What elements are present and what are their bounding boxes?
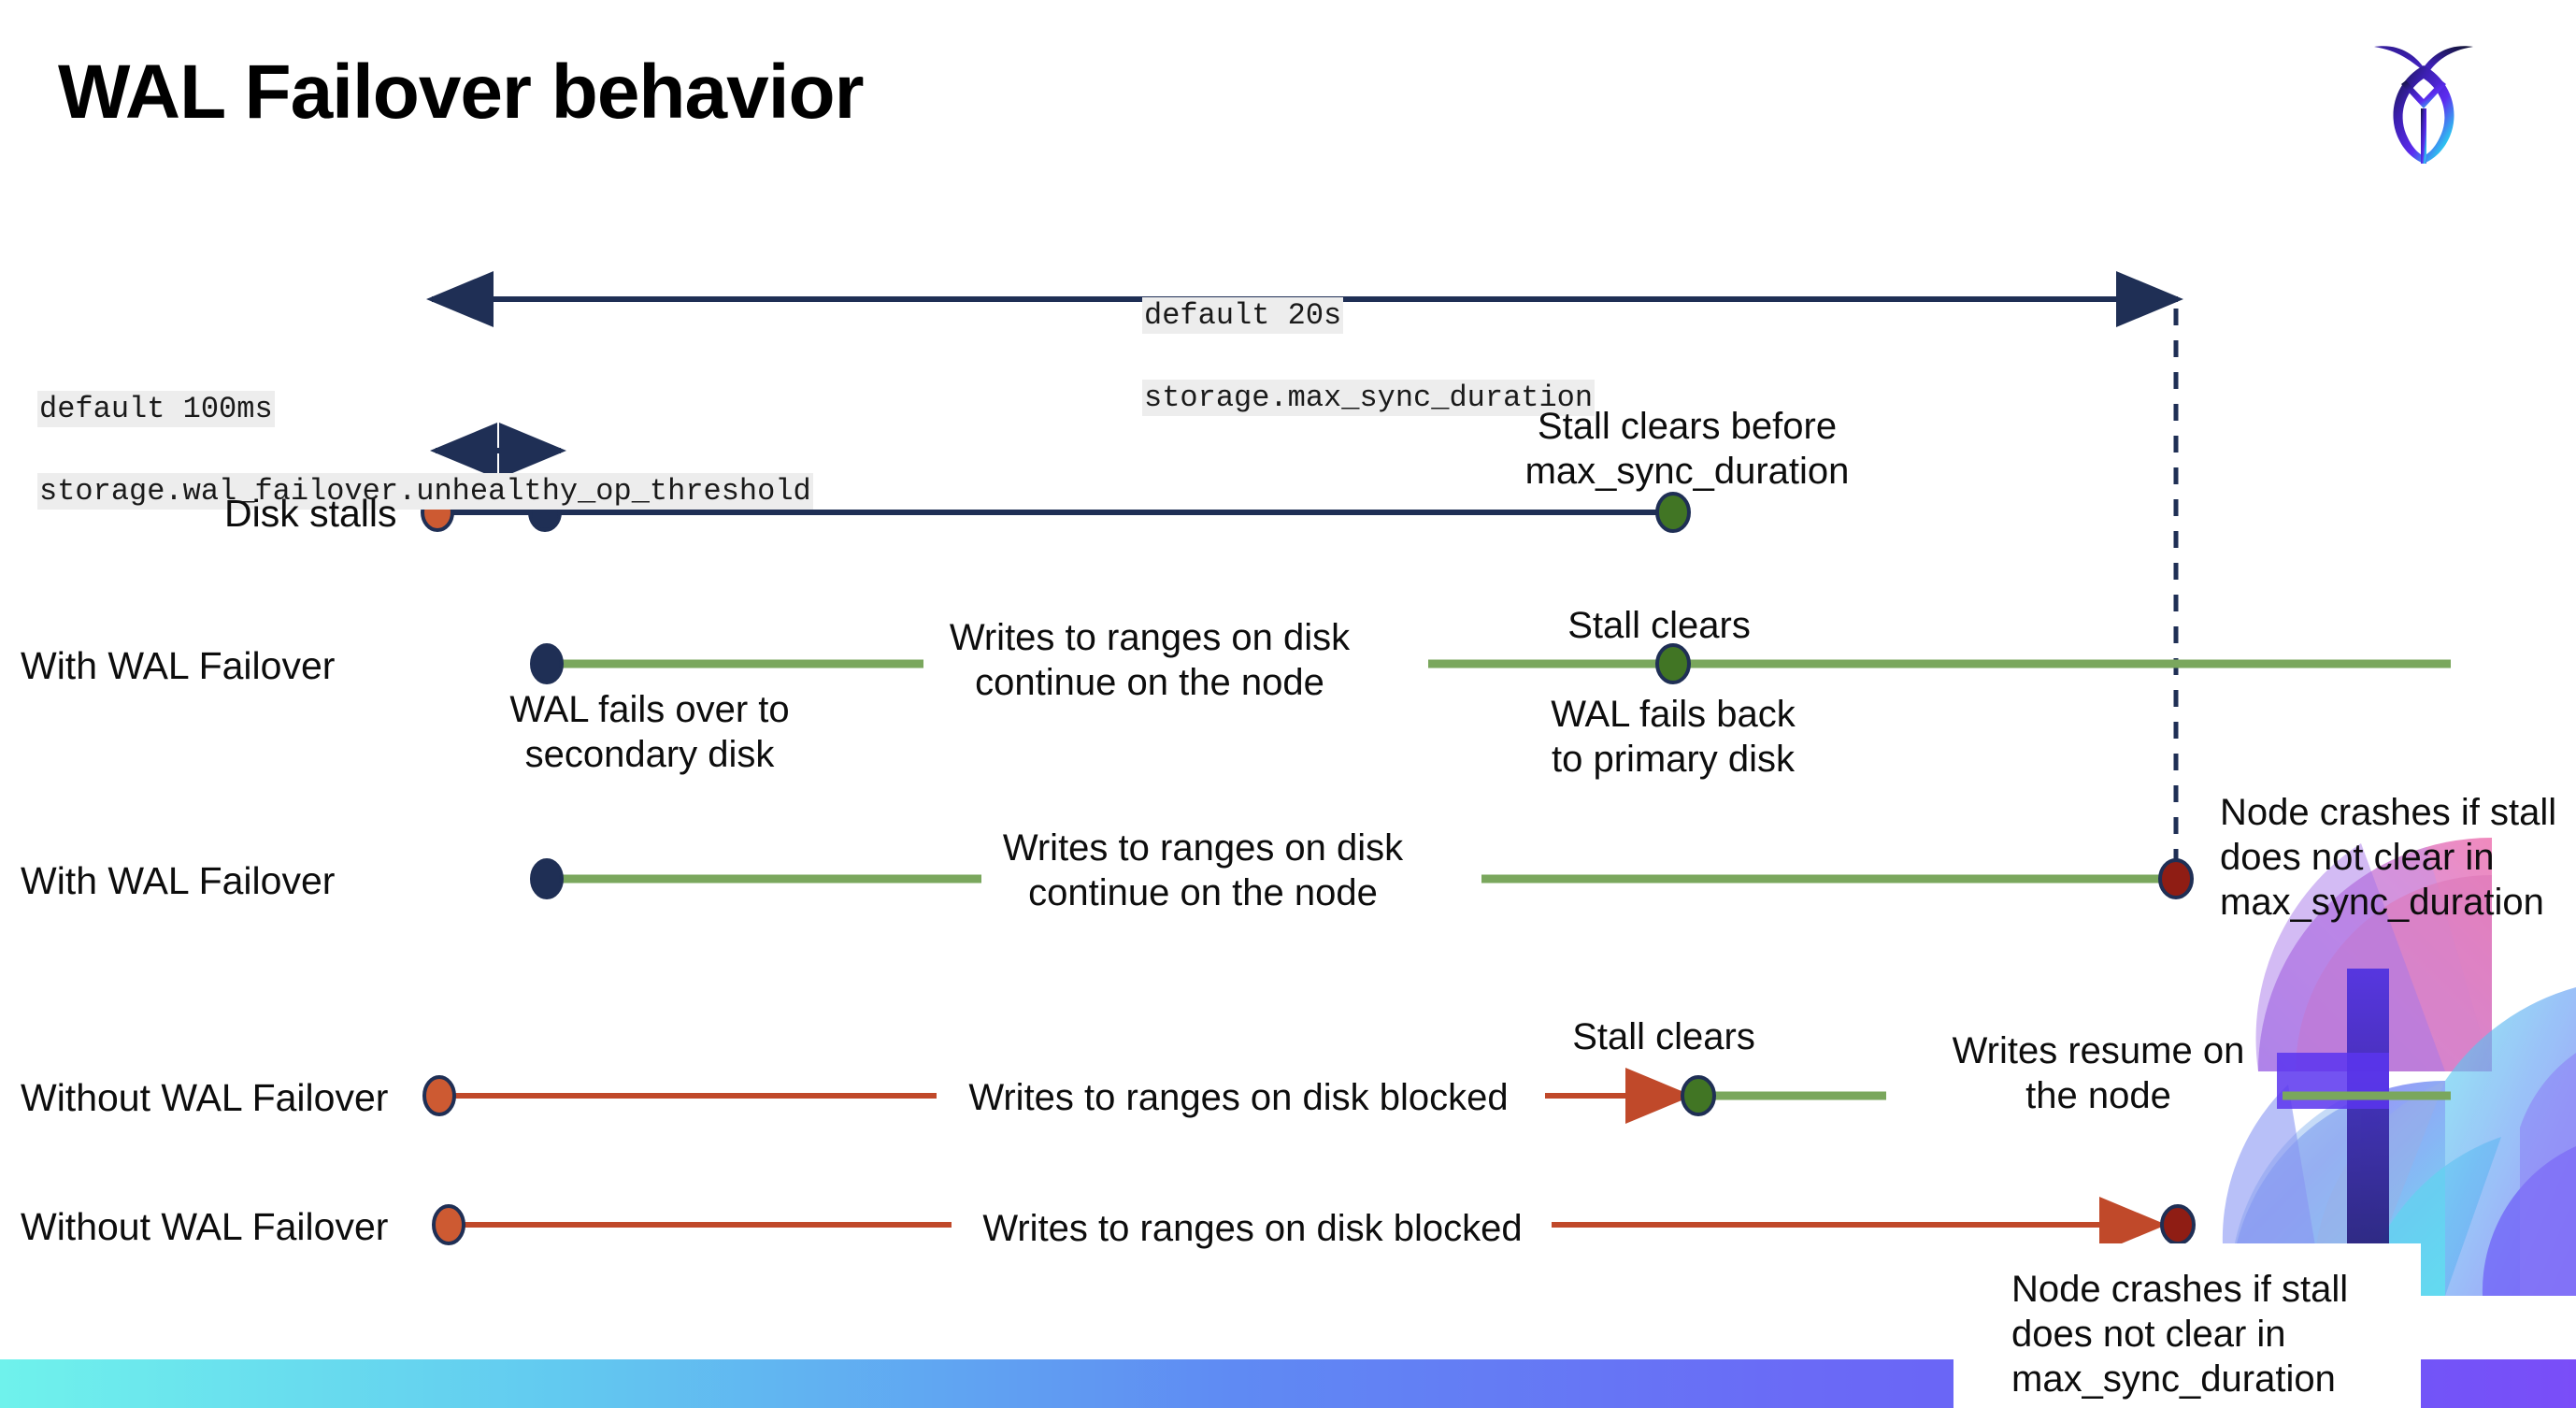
caption-background-mask: [1953, 1243, 2421, 1408]
max-sync-default-label: default 20s: [1142, 297, 1344, 334]
node-crash-dot: [2160, 1204, 2196, 1245]
caption-node-crashes-1: Node crashes if stall does not clear in …: [2220, 792, 2557, 923]
stall-clear-dot: [1655, 643, 1691, 684]
row-label-without-wal-failover-1: Without WAL Failover: [21, 1076, 389, 1119]
caption-writes-resume: Writes resume on the node: [1952, 1030, 2245, 1116]
caption-node-crashes-2: Node crashes if stall does not clear in …: [2011, 1269, 2349, 1400]
unhealthy-default-label: default 100ms: [37, 391, 275, 427]
failover-dot: [530, 858, 564, 899]
caption-stall-clears-1: Stall clears: [1567, 605, 1751, 646]
caption-wal-fails-over: WAL fails over to secondary disk: [509, 689, 790, 775]
stall-clear-dot: [1681, 1075, 1716, 1116]
stall-start-dot: [432, 1204, 465, 1245]
cockroach-logo-icon: [2374, 46, 2473, 164]
caption-stall-clears-2: Stall clears: [1572, 1016, 1755, 1057]
caption-wal-fails-back: WAL fails back to primary disk: [1551, 694, 1796, 780]
node-crash-dot: [2158, 858, 2194, 899]
row-without-wal-failover-1-track: [422, 1068, 2451, 1124]
row-without-wal-failover-2-track: [432, 1197, 2196, 1253]
unhealthy-threshold-annotation: default 100ms storage.wal_failover.unhea…: [37, 348, 813, 512]
row-label-disk-stalls: Disk stalls: [224, 492, 397, 535]
stall-start-dot: [422, 1075, 456, 1116]
caption-writes-blocked-1: Writes to ranges on disk blocked: [968, 1077, 1509, 1118]
caption-stall-clears-before: Stall clears before max_sync_duration: [1524, 406, 1850, 492]
max-sync-setting-label: storage.max_sync_duration: [1142, 380, 1596, 416]
page-title: WAL Failover behavior: [58, 50, 865, 135]
stall-clear-dot: [1655, 492, 1691, 533]
unhealthy-setting-label: storage.wal_failover.unhealthy_op_thresh…: [37, 473, 813, 510]
max-sync-duration-annotation: default 20s storage.max_sync_duration: [1142, 254, 1596, 419]
caption-writes-continue-2: Writes to ranges on disk continue on the…: [1002, 827, 1404, 913]
failover-dot: [530, 643, 564, 684]
row-with-wal-failover-2-track: [530, 858, 2194, 899]
row-label-without-wal-failover-2: Without WAL Failover: [21, 1205, 389, 1248]
row-with-wal-failover-1-track: [530, 643, 2451, 684]
caption-writes-blocked-2: Writes to ranges on disk blocked: [982, 1208, 1523, 1249]
caption-writes-continue-1: Writes to ranges on disk continue on the…: [949, 617, 1351, 703]
row-label-with-wal-failover-2: With WAL Failover: [21, 859, 336, 902]
row-label-with-wal-failover-1: With WAL Failover: [21, 644, 336, 687]
